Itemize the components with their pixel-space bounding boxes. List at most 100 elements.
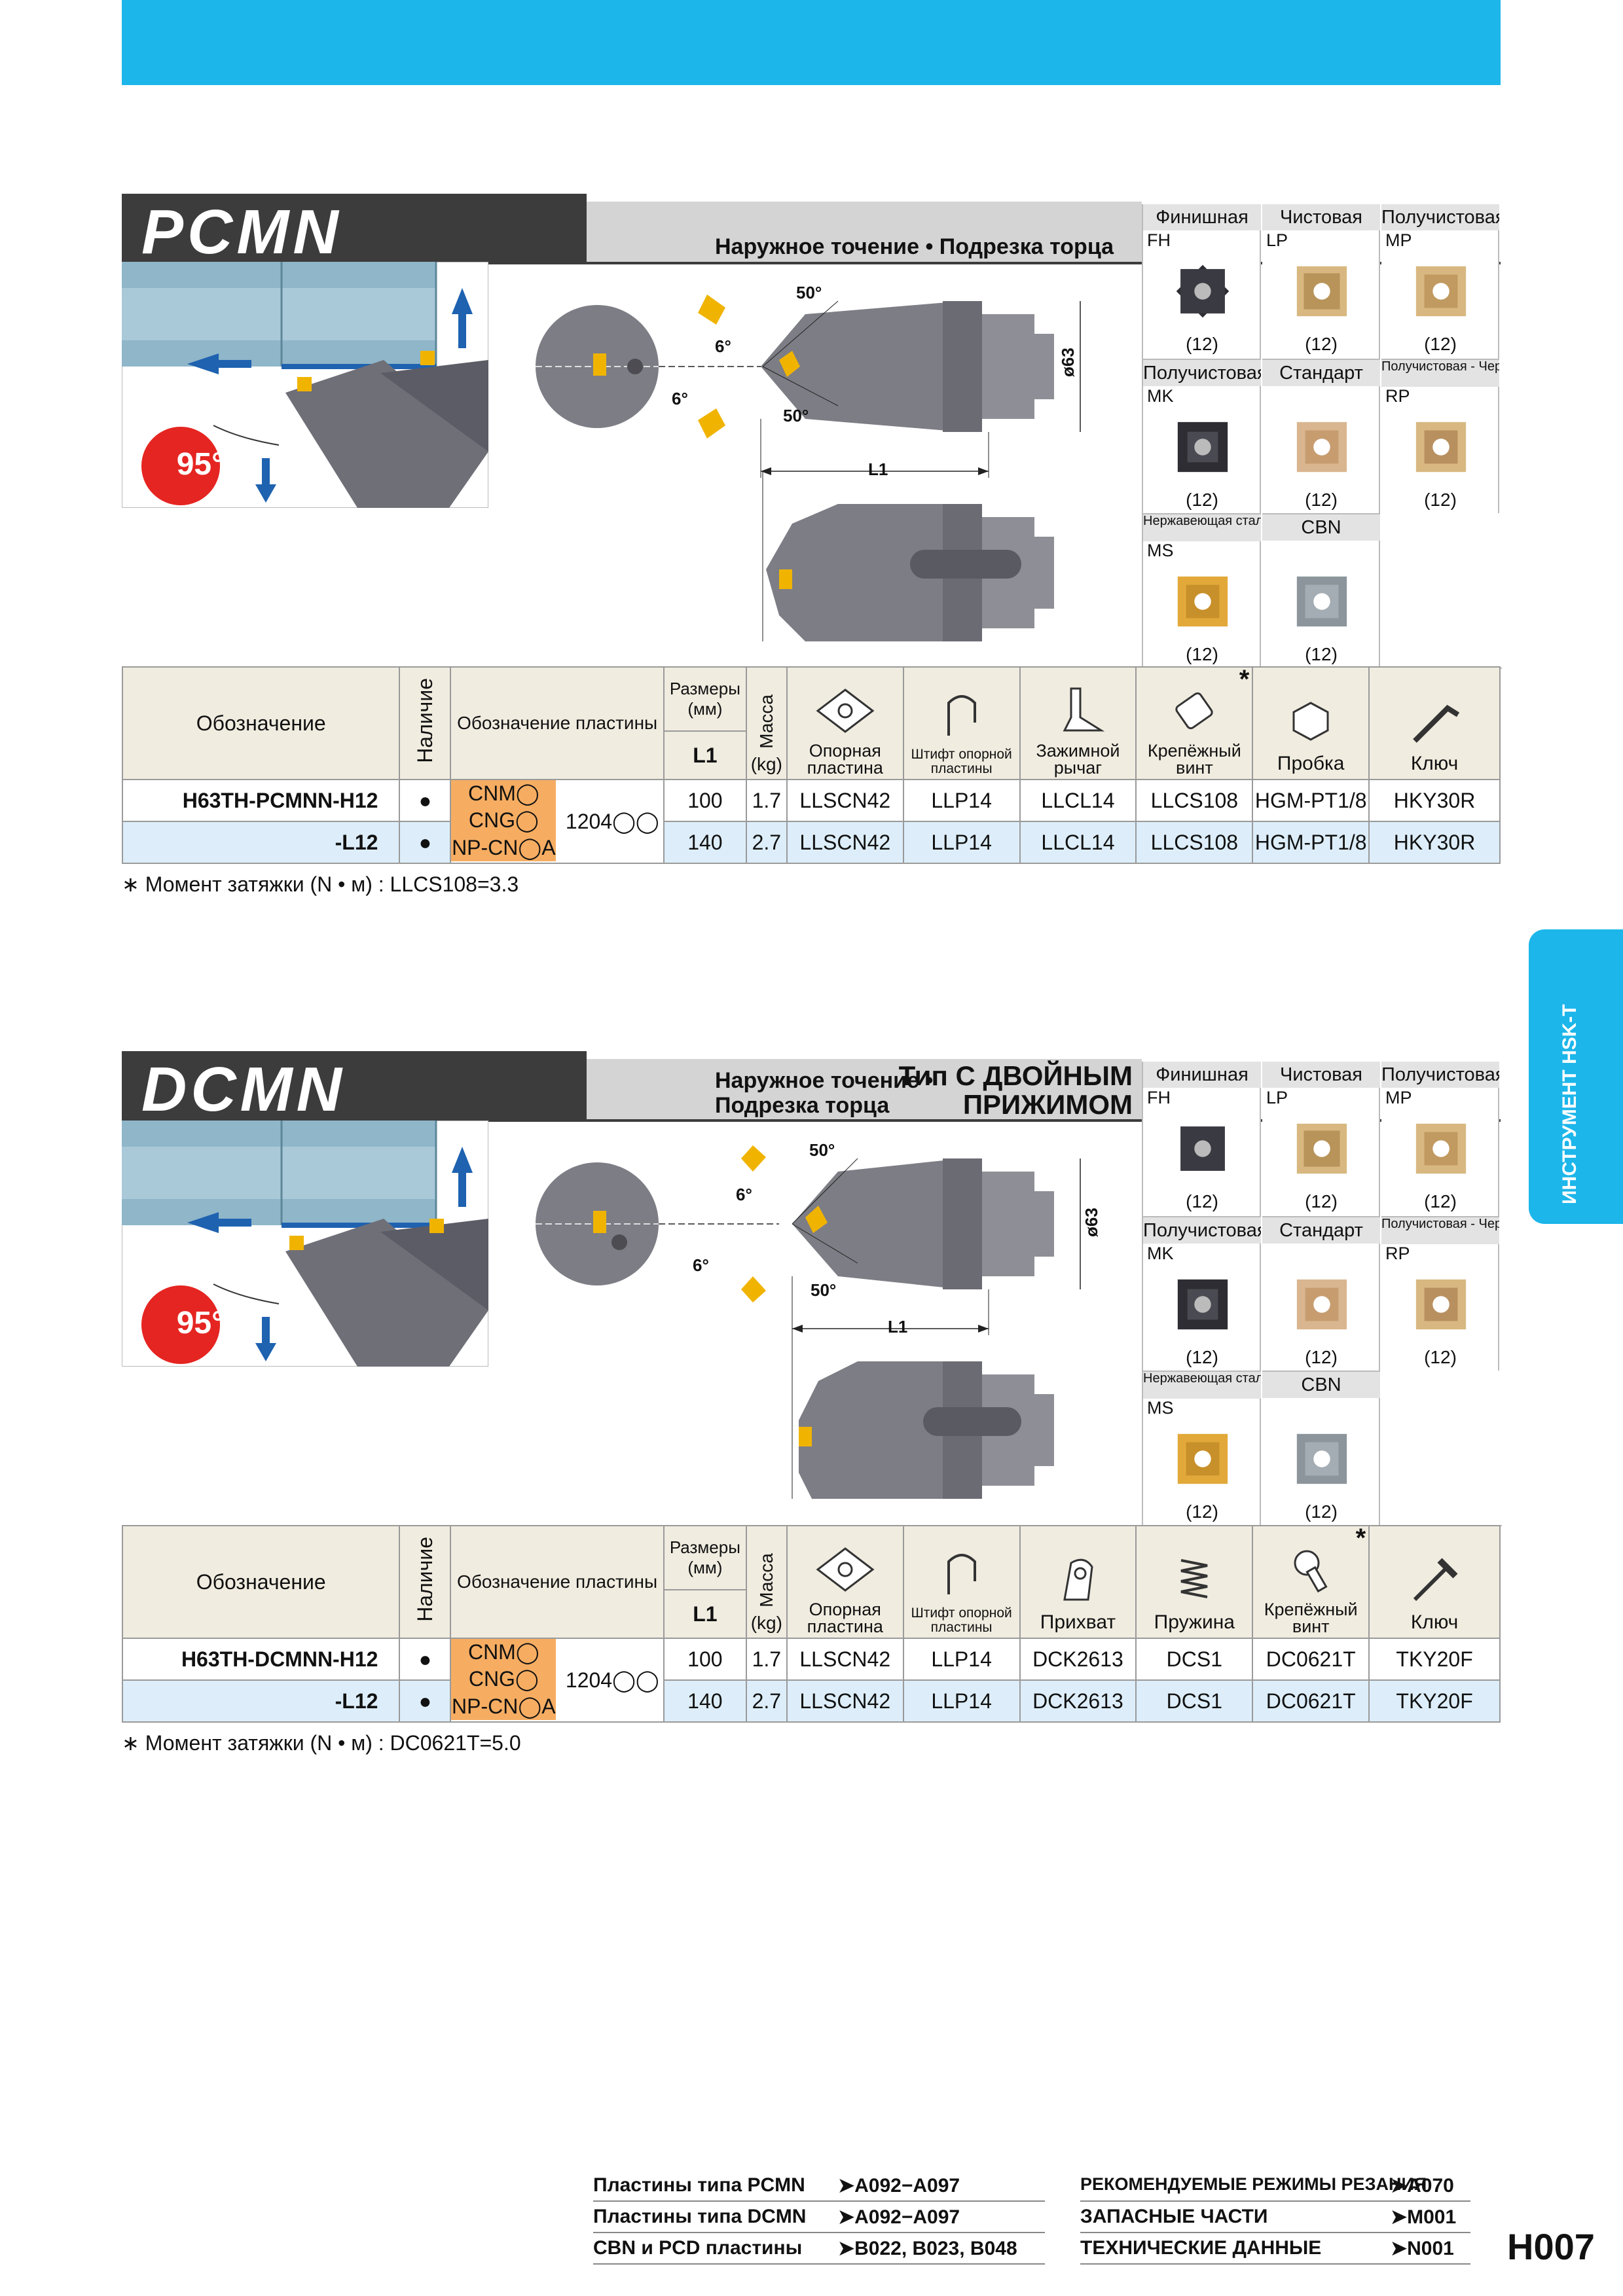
shim-pin-icon [947,695,976,736]
dcmn-insert-ms: Нержавеющая сталь MS (12) [1143,1371,1261,1525]
dcmn-subtitle-1: Наружное точение • [715,1068,934,1093]
footer-link-label: РЕКОМЕНДУЕМЫЕ РЕЖИМЫ РЕЗАНИЯ [1080,2174,1427,2194]
pcmn-dim-d63: ø63 [1058,348,1078,377]
insert-caption: Получистовая [1143,1217,1261,1244]
dcmn-angle-label: 95° [176,1306,225,1340]
row-part: DC0621T [1252,1679,1370,1723]
pcmn-dim-6-bottom: 6° [672,389,688,408]
pcmn-dim-50-top: 50° [796,283,822,302]
clamp-screw-icon [1294,1550,1328,1593]
dcmn-header-line [122,1119,1501,1122]
pcmn-insert-standard: Стандарт (12) [1262,359,1380,513]
pcmn-insert-lp: Чистовая LP (12) [1262,204,1380,359]
footer-link-ref[interactable]: ➤M001 [1391,2206,1457,2228]
insert-qty: (12) [1305,644,1338,664]
pcmn-dim-l1: L1 [868,459,888,479]
dcmn-torque-note: ∗ Момент затяжки (N • м) : DC0621T=5.0 [122,1731,521,1755]
insert-caption: Нержавеющая сталь [1143,514,1261,541]
part-label: Прихват [1040,1611,1116,1633]
col-part-key: Ключ [1368,1525,1501,1639]
col-l1: L1 [663,730,747,780]
insert-gold-icon [1296,1123,1347,1174]
insert-caption: Чистовая [1262,1062,1380,1088]
clamp-screw-icon [1175,692,1213,730]
top-color-bar [122,0,1501,85]
spring-icon [1180,1559,1208,1598]
insert-caption: Нержавеющая сталь [1143,1372,1261,1399]
col-l1: L1 [663,1589,747,1639]
insert-qty: (12) [1305,490,1338,510]
dcmn-dim-6-top: 6° [736,1185,752,1204]
insert-code-np: NP-CN◯A [452,836,556,859]
dcmn-dim-l1: L1 [888,1317,908,1336]
insert-code: LP [1266,1088,1288,1107]
footer-link-ref[interactable]: ➤A092−A097 [838,2206,960,2228]
row-part: LLCS108 [1135,821,1254,864]
insert-caption: Получистовая [1381,204,1499,230]
dcmn-dim-6-bottom: 6° [693,1255,709,1275]
part-label: Штифт опорной пластины [911,747,1012,776]
torque-star: * [1355,1524,1366,1552]
part-label: Крепёжный винт [1147,741,1241,778]
dcmn-subtitle-2: Подрезка торца [715,1093,890,1118]
dcmn-arrow-up-icon [452,1147,473,1173]
col-availability-label: Наличие [412,1537,437,1622]
part-label: Опорная пластина [807,1600,883,1636]
insert-code: MS [1147,1398,1174,1418]
footer-link-ref[interactable]: ➤A070 [1391,2175,1454,2197]
col-part-seat: Опорная пластина [786,1525,904,1639]
col-part-spring: Пружина [1135,1525,1254,1639]
sidetab: ИНСТРУМЕНТ HSK-T [1529,929,1623,1224]
torque-star: * [1239,665,1250,694]
pcmn-angle-label: 95° [176,447,225,482]
row-l1: 140 [663,821,747,864]
row-part: TKY20F [1368,1679,1501,1723]
dcmn-insert-fh: Финишная FH (12) [1143,1062,1261,1216]
dcmn-technical-drawing [536,1145,1081,1499]
insert-qty: (12) [1186,334,1218,354]
pcmn-header-line [122,262,1501,264]
row-part: DCS1 [1135,1679,1254,1723]
row-mass: 1.7 [745,1638,788,1681]
insert-qty: (12) [1186,1347,1218,1367]
col-part-pin: Штифт опорной пластины [902,1525,1021,1639]
row-part: DCS1 [1135,1638,1254,1681]
pcmn-title: PCMN [141,197,342,267]
row-part: HKY30R [1368,821,1501,864]
insert-gold-icon [1415,1123,1467,1174]
footer-divider [1080,2263,1470,2265]
footer-link-label: CBN и PCD пластины [593,2237,803,2259]
pcmn-insert-ms: Нержавеющая сталь MS (12) [1143,513,1261,668]
insert-qty: (12) [1186,1191,1218,1211]
clamp-icon [1063,1558,1093,1601]
footer-link-ref[interactable]: ➤A092−A097 [838,2175,960,2197]
pcmn-arrow-down-icon [255,484,276,503]
row-part: LLP14 [902,1638,1021,1681]
part-label: Штифт опорной пластины [911,1605,1012,1635]
insert-qty: (12) [1305,1347,1338,1367]
col-part-clamp: Прихват [1019,1525,1137,1639]
footer-divider [593,2263,1045,2265]
insert-dark-icon [1176,264,1230,318]
col-part-key: Ключ [1368,666,1501,780]
row-part: LLCL14 [1019,779,1137,822]
insert-code: MK [1147,1244,1174,1263]
insert-code: LP [1266,230,1288,250]
col-mass-label: Масса [756,694,776,749]
footer-link-ref[interactable]: ➤B022, B023, B048 [838,2238,1017,2259]
row-part: LLCL14 [1019,821,1137,864]
insert-caption: Чистовая [1262,204,1380,230]
insert-codes-block: CNM◯ CNG◯ NP-CN◯A [451,1639,556,1720]
col-availability: Наличие [399,666,452,780]
dcmn-section-header: DCMN Наружное точение • Подрезка торца Т… [122,1051,1501,1124]
insert-qty: (12) [1424,1191,1457,1211]
insert-qty: (12) [1305,1501,1338,1522]
dcmn-insert-cbn: CBN (12) [1262,1371,1380,1525]
pcmn-application-illustration [122,262,488,508]
insert-code: RP [1385,1244,1410,1263]
insert-beige-icon [1296,422,1347,473]
row-part: LLP14 [902,821,1021,864]
footer-link-ref[interactable]: ➤N001 [1391,2238,1454,2259]
dcmn-insert-mp: Получистовая MP (12) [1381,1062,1499,1216]
insert-size: 1204◯◯ [565,810,659,833]
